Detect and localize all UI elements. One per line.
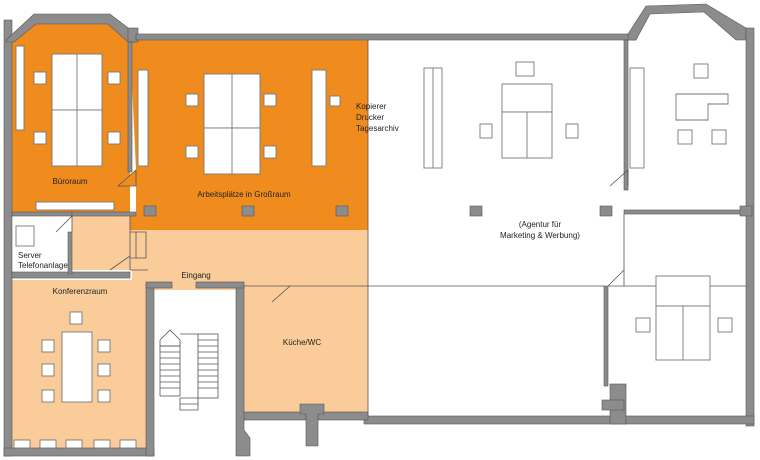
pillar-2 [241, 205, 255, 217]
wall-mid-horizontal-2 [71, 211, 137, 217]
wall-stair-top-left [145, 281, 173, 289]
label-arbeitsplaetze: Arbeitsplätze in Großraum [197, 190, 291, 199]
label-server: Server [18, 251, 42, 260]
label-telefonanlage: Telefonanlage [18, 261, 68, 270]
room-fills [12, 22, 368, 450]
label-konferenzraum: Konferenzraum [53, 287, 108, 296]
wall-buero-divider [127, 41, 133, 173]
staircase [159, 329, 219, 411]
pillar-kueche [299, 403, 325, 447]
wall-right-divider-v [623, 39, 629, 191]
label-drucker: Drucker [356, 113, 384, 122]
label-kopierer: Kopierer [356, 102, 387, 111]
pillar-5 [599, 205, 613, 217]
wall-mid-horizontal [11, 211, 73, 217]
wall-bottom-left [3, 447, 155, 457]
wall-stair-left [145, 283, 155, 457]
wall-outer-right [745, 27, 755, 427]
wall-bottom-notch-2 [601, 399, 625, 411]
wall-outer-left [3, 19, 13, 457]
bay-window-right [627, 3, 747, 41]
pillar-4 [469, 205, 483, 217]
walls [3, 3, 755, 457]
pillar-6 [739, 205, 753, 217]
wall-stair-top-right [195, 281, 245, 289]
label-agentur-1: (Agentur für [519, 220, 562, 229]
room-labels: Büroraum Arbeitsplätze in Großraum Kopie… [18, 102, 580, 347]
wall-bottom-right [363, 415, 755, 425]
pillar-1 [143, 205, 157, 217]
kueche-area [242, 285, 368, 420]
furniture [13, 45, 733, 449]
label-bueroraum: Büroraum [52, 177, 87, 186]
label-eingang: Eingang [181, 271, 210, 280]
stair-area [154, 290, 238, 420]
wall-server-right [67, 231, 73, 275]
label-tagesarchiv: Tagesarchiv [356, 124, 399, 133]
pillar-3 [335, 205, 349, 217]
label-agentur-2: Marketing & Werbung) [500, 231, 580, 240]
wall-right-lower-v [603, 285, 609, 387]
wall-right-divider-h [623, 209, 747, 215]
wall-top-2 [135, 33, 637, 41]
label-kueche: Küche/WC [283, 338, 321, 347]
